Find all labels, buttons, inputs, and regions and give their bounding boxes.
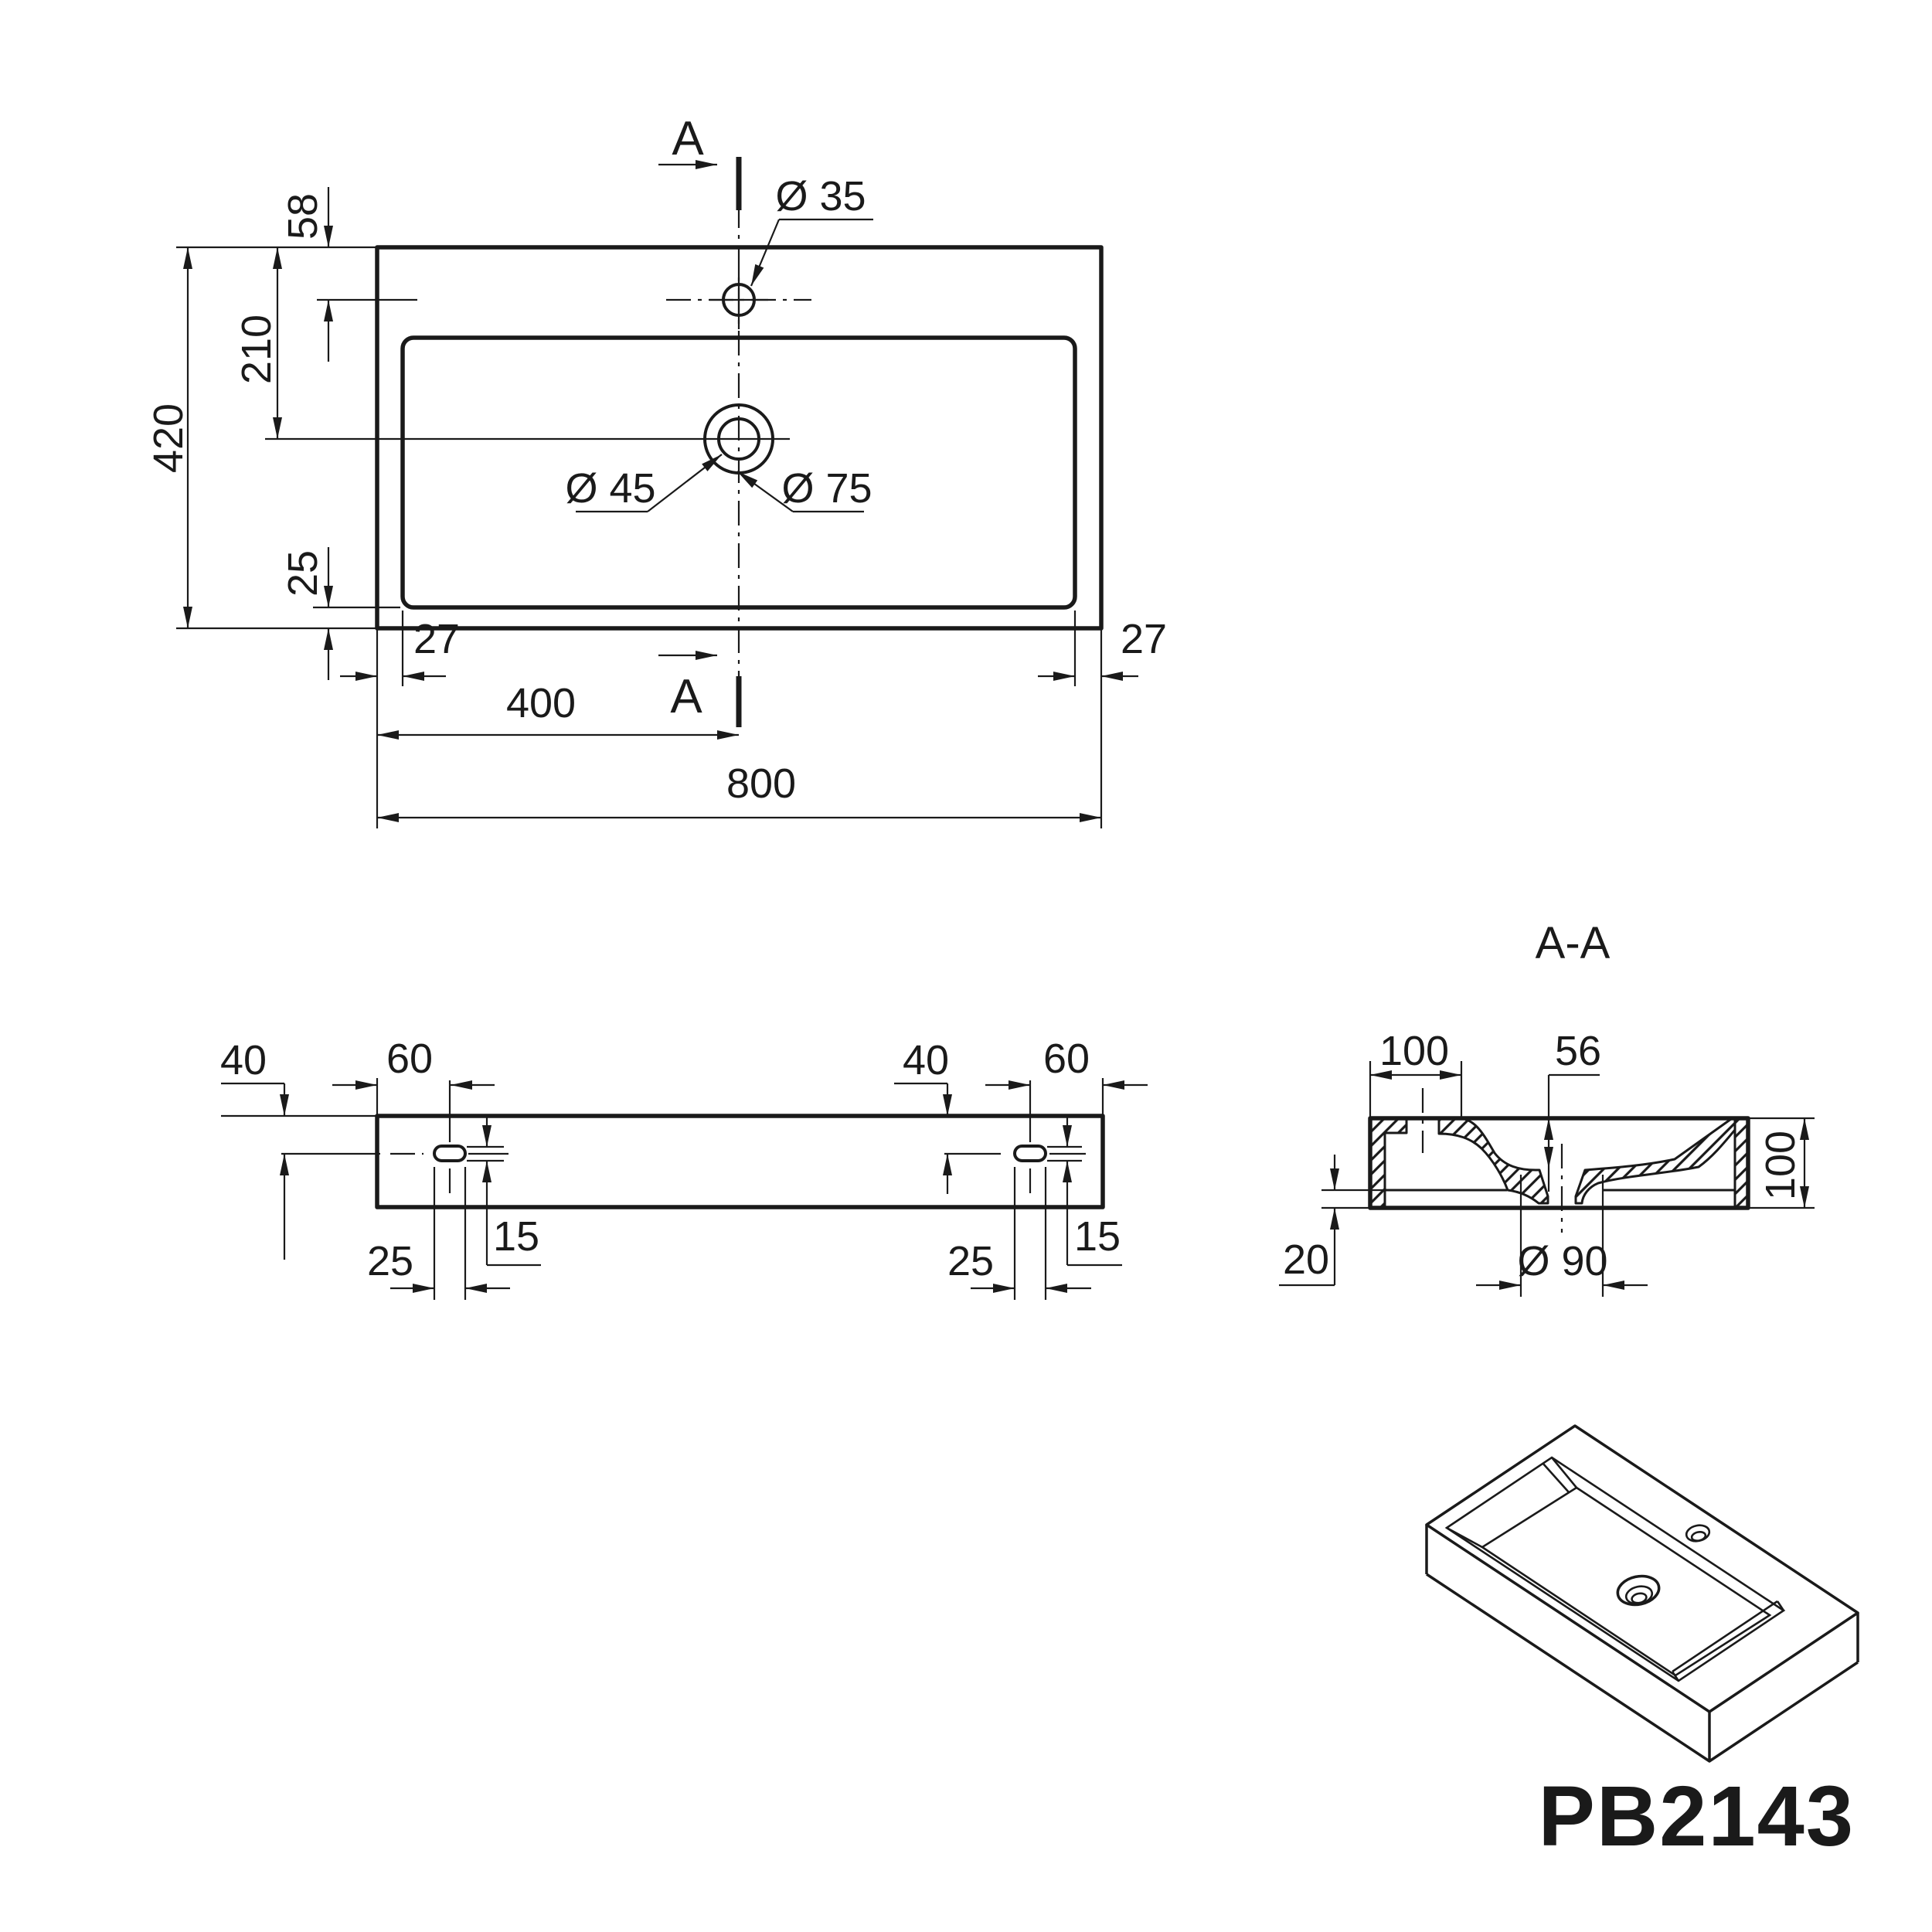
- dim-label-40-left: 40: [220, 1037, 267, 1083]
- dim-400: 400: [377, 680, 739, 740]
- iso-corner-back-seam: [1542, 1462, 1570, 1493]
- plan-view: A A Ø 35 Ø 45 Ø 75: [145, 112, 1167, 828]
- dim-56: 56: [1544, 1028, 1601, 1192]
- dim-label-dia35: Ø 35: [775, 173, 866, 219]
- iso-ledge-end-left: [1671, 1671, 1680, 1682]
- dia75-leader: [736, 471, 794, 512]
- iso-drain-depth: [1631, 1592, 1648, 1604]
- dim-20: 20: [1279, 1155, 1385, 1287]
- section-label-top: A: [672, 112, 704, 165]
- iso-basin-opening: [1444, 1456, 1786, 1682]
- dim-label-dia75: Ø 75: [781, 465, 872, 512]
- dim-label-25-plan: 25: [280, 550, 326, 597]
- dim-label-dia90: Ø 90: [1517, 1238, 1607, 1284]
- dia45-leader: [647, 454, 723, 512]
- iso-bottom-edges: [1426, 1573, 1859, 1763]
- dim-drain-outer-diameter: Ø 75: [736, 465, 872, 513]
- dim-label-100-height: 100: [1757, 1131, 1804, 1200]
- section-title: A-A: [1536, 918, 1611, 968]
- dim-15-right: 15: [1047, 1117, 1122, 1267]
- product-code: PB2143: [1538, 1769, 1855, 1864]
- dim-420: 420: [145, 246, 377, 630]
- section-mark-top: A: [658, 112, 742, 210]
- dim-label-100-deck: 100: [1379, 1028, 1449, 1074]
- dim-label-15-right: 15: [1074, 1213, 1121, 1260]
- dim-60-right: 60: [985, 1036, 1148, 1116]
- dia35-leader: [750, 219, 781, 287]
- dim-210: 210: [233, 247, 282, 439]
- dim-25-right: 25: [947, 1167, 1091, 1300]
- mounting-slot-right: [1013, 1145, 1047, 1162]
- section-outline: [1368, 1116, 1750, 1210]
- cut-basin-slope-right: [1574, 1117, 1736, 1205]
- section-label-bottom: A: [670, 670, 702, 723]
- dim-faucet-diameter: Ø 35: [750, 173, 873, 287]
- mounting-slot-left: [433, 1145, 467, 1162]
- front-outline: [375, 1114, 1105, 1209]
- dim-label-40-right: 40: [903, 1037, 949, 1083]
- dim-label-25-right: 25: [947, 1238, 994, 1284]
- dim-label-60-left: 60: [386, 1036, 433, 1082]
- dim-40-right: 40: [894, 1037, 952, 1194]
- dim-100-deck: 100: [1369, 1028, 1463, 1117]
- dim-label-400: 400: [506, 680, 576, 726]
- dim-label-58: 58: [280, 193, 326, 240]
- dim-label-210: 210: [233, 315, 280, 384]
- iso-corner-back: [1550, 1457, 1578, 1488]
- iso-faucet-hole-inner: [1690, 1531, 1707, 1542]
- dim-label-27-right: 27: [1121, 616, 1167, 662]
- dim-drain-inner-diameter: Ø 45: [565, 454, 723, 513]
- dim-800: 800: [377, 760, 1101, 822]
- dim-label-20: 20: [1283, 1236, 1329, 1283]
- dim-15-left: 15: [467, 1117, 541, 1267]
- iso-top-face: [1425, 1424, 1859, 1713]
- dim-100-height: 100: [1748, 1117, 1815, 1209]
- dim-58: 58: [280, 187, 333, 362]
- cut-left-wall: [1369, 1117, 1408, 1209]
- dim-40-left: 40: [220, 1037, 377, 1260]
- dim-25-left: 25: [367, 1167, 510, 1300]
- dim-dia90: Ø 90: [1476, 1175, 1648, 1297]
- iso-ledge-end-right: [1776, 1600, 1785, 1611]
- dim-60-left: 60: [332, 1036, 495, 1116]
- dim-label-56: 56: [1555, 1028, 1601, 1074]
- dim-label-800: 800: [726, 760, 796, 807]
- dim-label-dia45: Ø 45: [565, 465, 655, 512]
- isometric-view: [1425, 1424, 1859, 1763]
- drain-inner-circle: [717, 417, 760, 461]
- dim-27-right: 27: [1038, 611, 1167, 828]
- dim-label-15-left: 15: [493, 1213, 539, 1260]
- dim-label-60-right: 60: [1043, 1036, 1090, 1082]
- dim-25-plan: 25: [280, 547, 400, 680]
- iso-corner-left: [1446, 1526, 1483, 1549]
- dim-label-27-left: 27: [413, 616, 460, 662]
- dim-label-420: 420: [145, 403, 192, 473]
- section-view: A-A 100 56 100: [1279, 918, 1815, 1297]
- iso-front-ledge: [1672, 1600, 1778, 1673]
- dim-27-left: 27: [340, 611, 460, 828]
- front-view: 40 60 15 25 40: [220, 1036, 1148, 1300]
- dim-label-25-left: 25: [367, 1238, 413, 1284]
- section-mark-bottom: A: [658, 651, 742, 727]
